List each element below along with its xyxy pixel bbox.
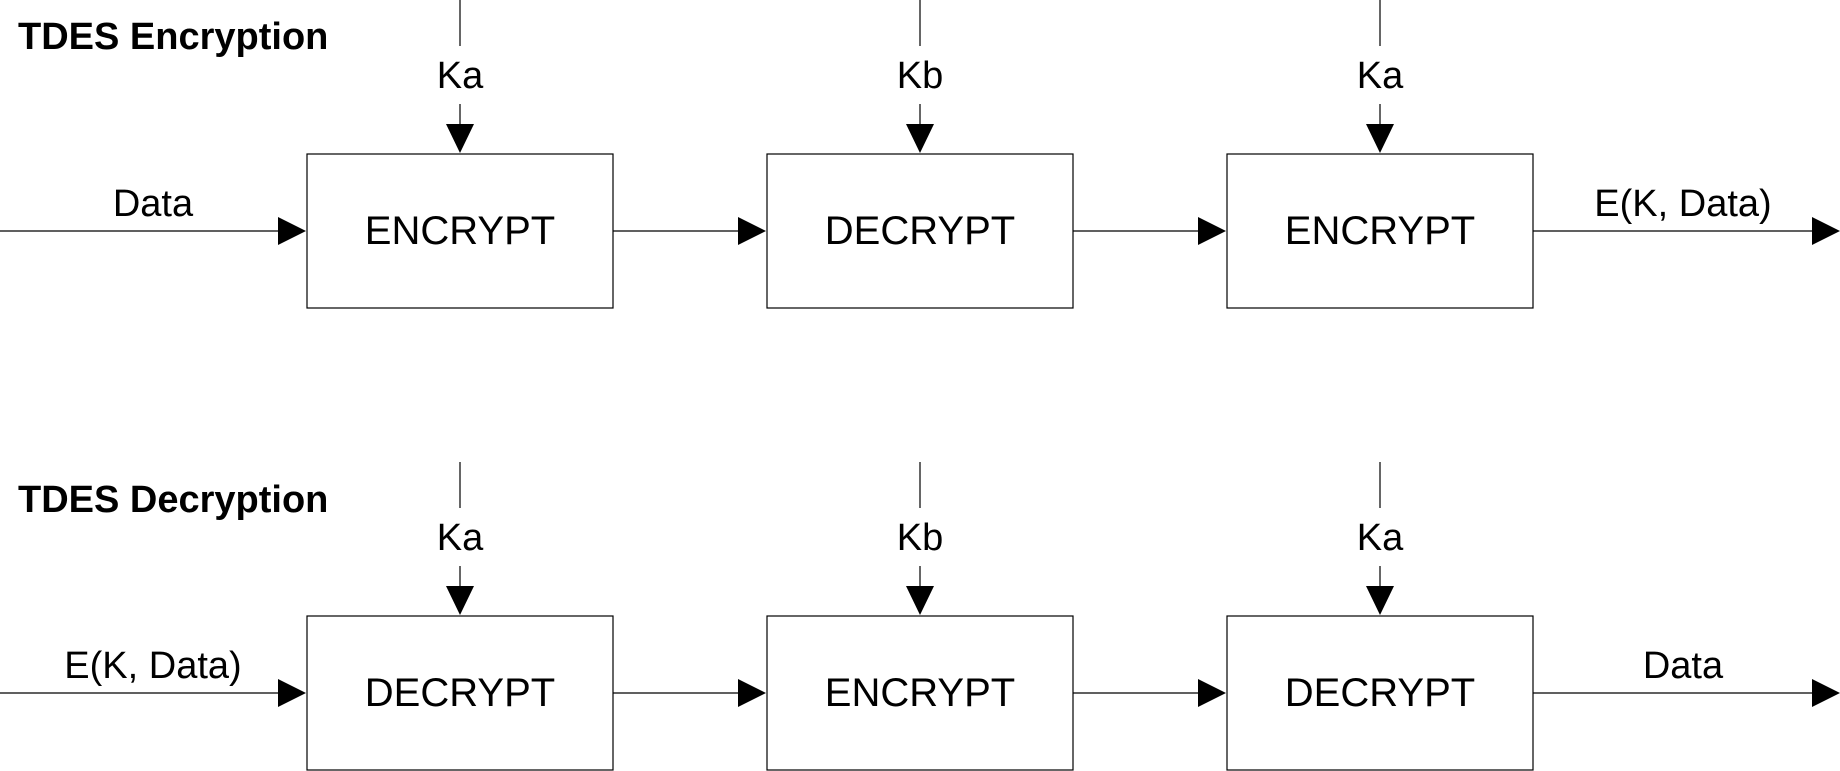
encryption-title: TDES Encryption — [18, 16, 328, 58]
encryption-output-arrowhead — [1812, 217, 1840, 245]
enc-stage-1-key-label: Ka — [437, 55, 484, 97]
dec-stage-3-key-arrowhead — [1366, 586, 1394, 615]
dec-stage-3-operation: DECRYPT — [1285, 671, 1475, 715]
encryption-input-arrowhead — [278, 217, 306, 245]
decryption-title: TDES Decryption — [18, 479, 328, 521]
enc-stage-2-key-label: Kb — [897, 55, 943, 97]
decryption-input-label: E(K, Data) — [64, 645, 241, 687]
decryption-input-arrowhead — [278, 679, 306, 707]
dec-stage-1-key-label: Ka — [437, 517, 484, 559]
enc-stage-2-key-arrowhead — [906, 124, 934, 153]
dec-stage-2-key-label: Kb — [897, 517, 943, 559]
dec-link-2-3-arrowhead — [1198, 679, 1226, 707]
enc-stage-3-box — [1226, 153, 1534, 309]
enc-stage-3-key-arrowhead — [1366, 124, 1394, 153]
encryption-section: TDES Encryption Data Ka ENCRYPT Kb DECRY… — [0, 0, 1840, 309]
encryption-input-label: Data — [113, 183, 194, 225]
dec-stage-2-key-arrowhead — [906, 586, 934, 615]
enc-link-2-3-arrowhead — [1198, 217, 1226, 245]
enc-stage-1-key-arrowhead — [446, 124, 474, 153]
dec-stage-1-key-arrowhead — [446, 586, 474, 615]
dec-stage-2-box — [766, 615, 1074, 771]
decryption-output-arrowhead — [1812, 679, 1840, 707]
enc-stage-1-box — [306, 153, 614, 309]
decryption-section: TDES Decryption E(K, Data) Ka DECRYPT Kb… — [0, 462, 1840, 771]
encryption-output-label: E(K, Data) — [1594, 183, 1771, 225]
enc-stage-2-operation: DECRYPT — [825, 209, 1015, 253]
dec-link-1-2-arrowhead — [738, 679, 766, 707]
enc-stage-3-operation: ENCRYPT — [1285, 209, 1475, 253]
enc-stage-3-key-label: Ka — [1357, 55, 1404, 97]
decryption-output-label: Data — [1643, 645, 1724, 687]
enc-link-1-2-arrowhead — [738, 217, 766, 245]
enc-stage-1-operation: ENCRYPT — [365, 209, 555, 253]
dec-stage-1-operation: DECRYPT — [365, 671, 555, 715]
dec-stage-3-key-label: Ka — [1357, 517, 1404, 559]
dec-stage-1-box — [306, 615, 614, 771]
dec-stage-3-box — [1226, 615, 1534, 771]
dec-stage-2-operation: ENCRYPT — [825, 671, 1015, 715]
